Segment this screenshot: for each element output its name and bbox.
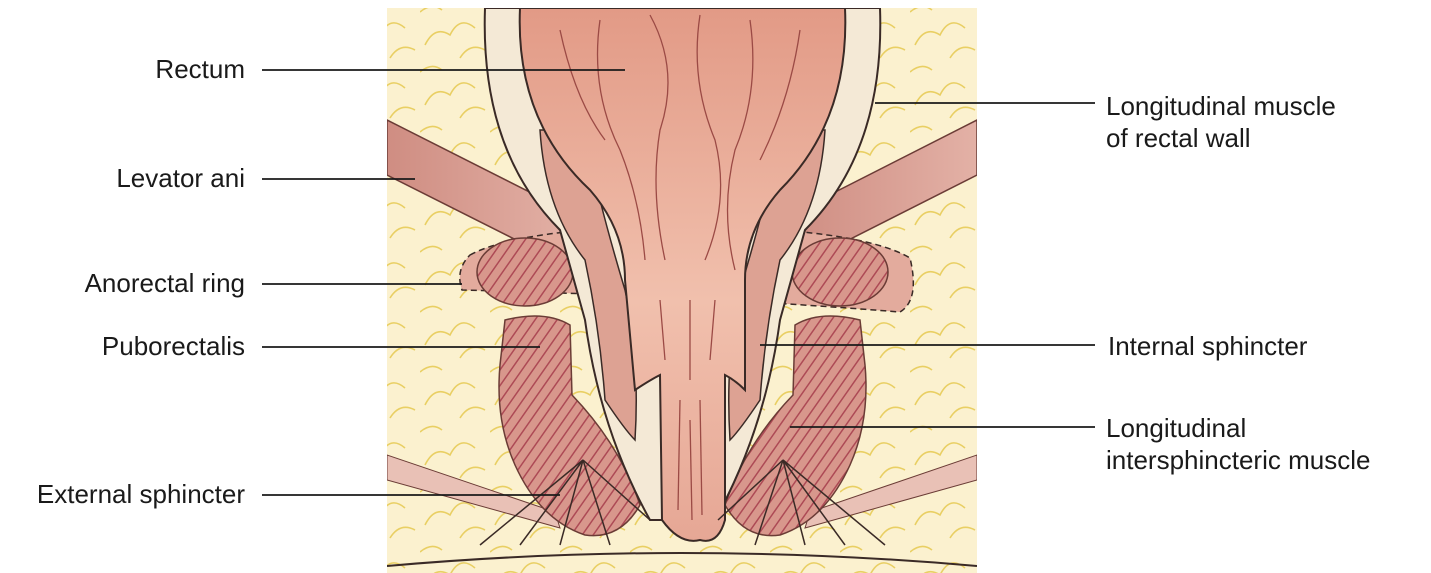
label-longitudinal-inter-line2: intersphincteric muscle xyxy=(1106,444,1370,476)
label-anorectal-ring: Anorectal ring xyxy=(85,267,245,299)
ischiorectal-fat xyxy=(387,8,977,573)
label-levator-ani: Levator ani xyxy=(116,162,245,194)
puborectalis-right xyxy=(792,238,888,306)
label-puborectalis: Puborectalis xyxy=(102,330,245,362)
label-longitudinal-muscle-line2: of rectal wall xyxy=(1106,122,1336,154)
label-longitudinal-muscle-line1: Longitudinal muscle xyxy=(1106,90,1336,122)
label-longitudinal-inter-line1: Longitudinal xyxy=(1106,412,1370,444)
label-external-sphincter: External sphincter xyxy=(37,478,245,510)
label-rectum: Rectum xyxy=(155,53,245,85)
puborectalis-left xyxy=(477,238,573,306)
label-longitudinal-intersphincteric: Longitudinal intersphincteric muscle xyxy=(1106,412,1370,476)
label-internal-sphincter: Internal sphincter xyxy=(1108,330,1307,362)
label-longitudinal-muscle: Longitudinal muscle of rectal wall xyxy=(1106,90,1336,154)
